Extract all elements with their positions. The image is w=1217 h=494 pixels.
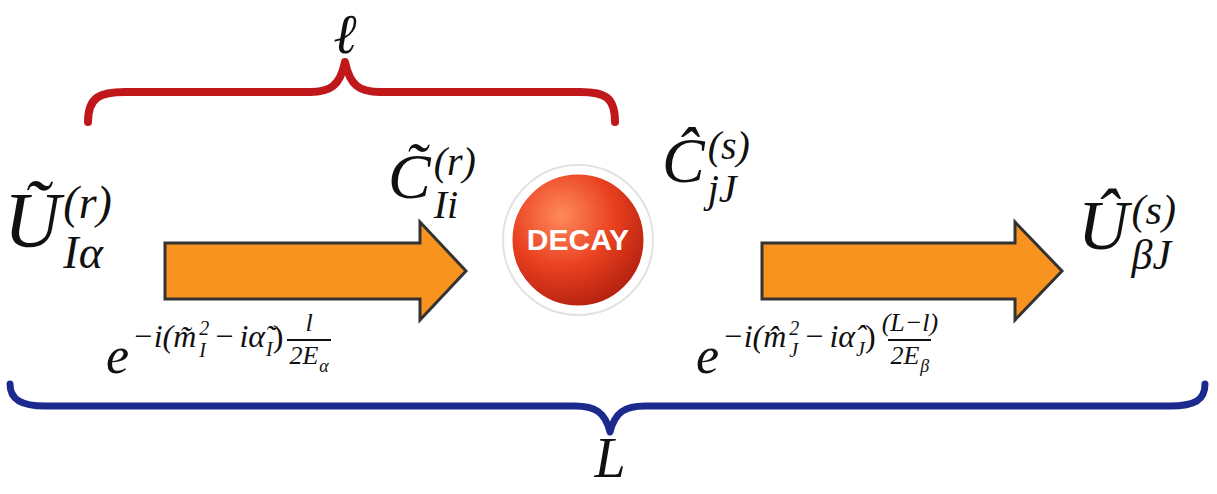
coupling-matrix-superscript: (s)	[708, 124, 750, 167]
propagation-phase: −i(	[722, 320, 763, 352]
coupling-matrix-superscript: (r)	[434, 140, 476, 183]
mixing-matrix: Ũ(r)Iα	[4, 178, 112, 277]
propagation-phase-subscript: β	[920, 357, 929, 377]
bottom-brace	[10, 384, 1205, 432]
fraction-denominator: 2Eβ	[888, 339, 931, 371]
coupling-matrix: Ĉ	[662, 129, 705, 193]
index-stack: 2I	[199, 318, 209, 361]
propagation-phase-subscript: J	[789, 340, 799, 362]
propagation-phase: )	[865, 320, 876, 352]
propagation-phase-subscript: α	[319, 357, 328, 377]
mixing-matrix-subscript: βJ	[1132, 233, 1176, 278]
coupling-matrix-subscript: Ii	[434, 183, 476, 226]
propagation-phase: )	[273, 320, 284, 352]
mixing-matrix-superscript: (r)	[63, 178, 112, 228]
propagation-phase-subscript: J	[856, 339, 865, 359]
propagation-phase-subscript: I	[199, 340, 209, 362]
propagation-phase-superscript: 2	[789, 318, 799, 340]
index-stack: 2J	[789, 318, 799, 361]
exponent: −i(m̃2I−iα̃I)l2Eα	[132, 309, 331, 370]
length-symbol: ℓ	[333, 6, 356, 62]
index-stack: (r)Iα	[63, 178, 112, 277]
fraction-numerator: l	[303, 309, 314, 339]
top-brace	[88, 62, 615, 122]
fraction: (L−l)2Eβ	[880, 309, 941, 370]
propagation-phase: iα̂	[829, 320, 855, 352]
propagation-phase: 2E	[890, 342, 919, 371]
propagation-phase: e−i(m̃2I−iα̃I)l2Eα	[106, 330, 331, 396]
mixing-matrix: Û(s)βJ	[1078, 188, 1176, 279]
coupling-matrix: Ĉ(s)jJ	[662, 124, 750, 210]
propagation-phase: −	[805, 320, 823, 352]
mixing-matrix-subscript: Iα	[63, 228, 112, 278]
coupling-matrix-subscript: jJ	[708, 167, 750, 210]
propagation-phase-subscript: I	[266, 339, 273, 359]
propagation-phase: iα̃	[239, 320, 265, 352]
propagation-phase-superscript: 2	[199, 318, 209, 340]
flow-arrow	[762, 222, 1062, 320]
coupling-matrix: C̃(r)Ii	[388, 140, 476, 226]
propagation-phase: −	[215, 320, 233, 352]
fraction-denominator: 2Eα	[287, 339, 330, 371]
propagation-phase: l	[305, 309, 312, 338]
exponent: −i(m̂2J−iα̂J)(L−l)2Eβ	[722, 309, 940, 370]
sphere-content: DECAY	[502, 164, 654, 316]
decay-sphere: DECAY	[502, 164, 654, 316]
length-symbol: L	[594, 430, 625, 486]
flow-arrow	[165, 222, 466, 320]
mixing-matrix: Û	[1078, 191, 1129, 261]
propagation-phase: m̂	[763, 320, 786, 352]
propagation-phase: m̃	[173, 320, 196, 352]
propagation-phase: e	[696, 330, 719, 382]
propagation-phase: −i(	[132, 320, 173, 352]
fraction-numerator: (L−l)	[880, 309, 941, 339]
index-stack: (s)jJ	[708, 124, 750, 210]
length-symbol: ℓ	[333, 6, 356, 62]
index-stack: (s)βJ	[1132, 188, 1176, 279]
mixing-matrix: Ũ	[4, 181, 60, 259]
fraction: l2Eα	[287, 309, 330, 370]
coupling-matrix: C̃	[388, 145, 431, 209]
length-symbol: L	[594, 430, 625, 486]
mixing-matrix-superscript: (s)	[1132, 188, 1176, 233]
propagation-phase: e−i(m̂2J−iα̂J)(L−l)2Eβ	[696, 330, 940, 396]
propagation-phase: e	[106, 330, 129, 382]
index-stack: (r)Ii	[434, 140, 476, 226]
propagation-phase: 2E	[289, 342, 318, 371]
propagation-phase: (L−l)	[882, 309, 939, 338]
node-label: DECAY	[527, 225, 629, 255]
